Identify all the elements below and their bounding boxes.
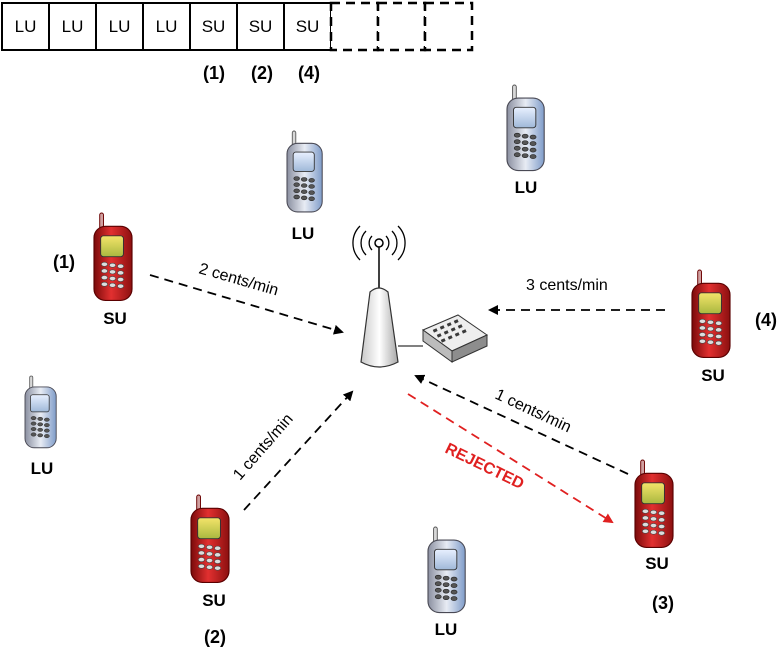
slot-5: SU [189,2,238,51]
mobile-phone-icon [286,130,323,213]
user-role-label: LU [31,459,54,478]
licensed-user-bottom: LU [427,526,466,639]
user-role-label: SU [701,366,725,385]
slot-label: LU [62,17,84,36]
slot-9-empty [376,1,427,52]
rejected-label: REJECTED [442,440,526,493]
mobile-phone-icon [691,269,731,358]
slot-3: LU [95,2,144,51]
user-index-label: (2) [204,627,226,647]
mobile-phone-icon [24,375,57,449]
bid-arrow-su3 [414,374,629,475]
price-label-su4: 3 cents/min [526,277,608,294]
secondary-user-2: SU (2) [190,494,230,647]
slot-7: SU [283,2,332,51]
antenna-tower-icon [360,287,399,368]
mobile-phone-icon [93,212,133,301]
slot-index-label: (1) [203,63,225,83]
mobile-phone-icon [506,84,545,172]
rejection-arrow-su3 [407,393,614,524]
licensed-user-left: LU [24,375,57,478]
mobile-phone-icon [190,494,230,583]
signal-waves-icon [352,225,406,261]
slot-label: SU [296,17,320,36]
secondary-user-4: (4) SU [691,269,777,385]
user-role-label: LU [292,224,315,243]
slot-index-label: (2) [251,63,273,83]
slot-label: SU [202,17,226,36]
secondary-user-1: (1) SU [53,212,133,328]
base-station [352,225,489,368]
slot-label: LU [15,17,37,36]
licensed-user-top-center: LU [286,130,323,243]
price-label-su3: 1 cents/min [492,386,573,436]
bid-arrow-su2 [243,390,354,511]
slot-index-label: (4) [298,63,320,83]
user-index-label: (4) [755,310,777,330]
slot-label: LU [156,17,178,36]
slot-6: SU [236,2,285,51]
licensed-user-top-right: LU [506,84,545,197]
user-role-label: SU [645,554,669,573]
slot-1: LU [1,2,50,51]
slot-label: LU [109,17,131,36]
slot-4: LU [142,2,191,51]
user-role-label: SU [103,309,127,328]
user-index-label: (3) [652,593,674,613]
price-label-su2: 1 cents/min [230,411,297,484]
user-index-label: (1) [53,252,75,272]
slot-10-empty [423,1,474,52]
bid-arrow-su1 [149,274,344,335]
channel-slot-bar: LU LU LU LU SU SU SU [1,1,474,52]
mobile-phone-icon [427,526,466,614]
slot-2: LU [48,2,97,51]
user-role-label: LU [515,178,538,197]
user-role-label: LU [435,620,458,639]
slot-8-empty [329,1,380,52]
secondary-user-3: SU (3) [634,459,674,613]
slot-label: SU [249,17,273,36]
network-switch-icon [421,314,489,363]
user-role-label: SU [202,591,226,610]
mobile-phone-icon [634,459,674,548]
